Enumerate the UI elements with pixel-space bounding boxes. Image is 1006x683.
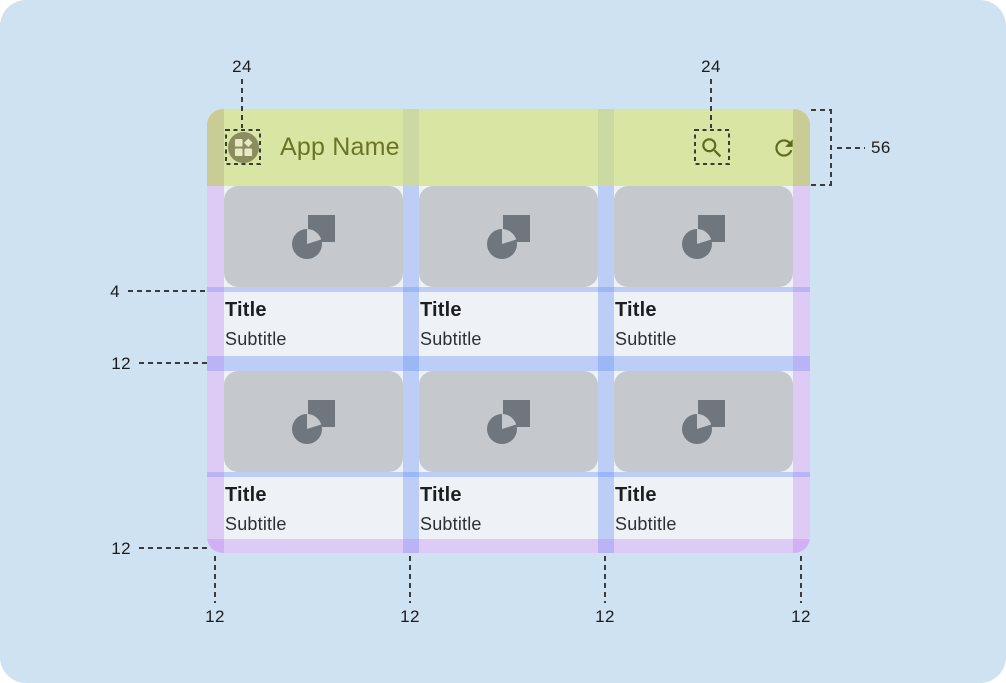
card-image[interactable] bbox=[419, 186, 598, 287]
dim-label-appbar-height: 56 bbox=[871, 138, 891, 157]
app-icon-measure-box bbox=[225, 129, 261, 165]
dim-label-right-margin: 12 bbox=[791, 607, 811, 626]
dim-bracket-line bbox=[830, 109, 832, 186]
appbar-gutter-tint bbox=[598, 109, 614, 186]
card-image[interactable] bbox=[614, 371, 793, 472]
appbar-gutter-tint bbox=[403, 109, 419, 186]
card-title: Title bbox=[225, 299, 267, 321]
card-text[interactable]: Title Subtitle bbox=[615, 292, 794, 355]
dim-leader-line bbox=[409, 556, 411, 603]
dim-leader-line bbox=[241, 79, 243, 128]
dim-leader-line bbox=[837, 147, 865, 149]
dim-bracket-tick bbox=[811, 109, 832, 111]
dim-leader-line bbox=[139, 547, 207, 549]
dim-leader-line bbox=[139, 362, 207, 364]
pie-placeholder-icon bbox=[681, 399, 725, 444]
spacing-overlay-4dp bbox=[207, 287, 810, 292]
card-title: Title bbox=[615, 299, 657, 321]
pie-placeholder-icon bbox=[486, 399, 530, 444]
card-text[interactable]: Title Subtitle bbox=[225, 292, 404, 355]
dim-label-left-margin: 12 bbox=[205, 607, 225, 626]
app-screen-mock: Title Subtitle Title Subtitle Title Subt… bbox=[207, 109, 810, 553]
dashboard-icon bbox=[234, 138, 253, 157]
appbar-margin-tint bbox=[207, 109, 224, 186]
dim-label-search-icon: 24 bbox=[701, 57, 721, 76]
dim-leader-line bbox=[800, 556, 802, 603]
card-title: Title bbox=[420, 484, 462, 506]
spacing-overlay-bottom-margin bbox=[207, 539, 810, 553]
card-image[interactable] bbox=[224, 371, 403, 472]
dim-label-image-text-gap: 4 bbox=[110, 282, 120, 301]
spacing-overlay-gutter bbox=[403, 186, 419, 553]
app-name-title: App Name bbox=[280, 133, 400, 161]
card-title: Title bbox=[615, 484, 657, 506]
pie-placeholder-icon bbox=[291, 399, 335, 444]
dim-label-gutter: 12 bbox=[595, 607, 615, 626]
top-app-bar: App Name bbox=[207, 109, 810, 186]
card-subtitle: Subtitle bbox=[615, 329, 677, 349]
search-button[interactable] bbox=[699, 135, 725, 161]
refresh-button[interactable] bbox=[771, 135, 797, 161]
spacing-overlay-gutter bbox=[598, 186, 614, 553]
spacing-overlay-left-margin bbox=[207, 186, 224, 553]
card-text[interactable]: Title Subtitle bbox=[420, 292, 599, 355]
dim-leader-line bbox=[604, 556, 606, 603]
card-text[interactable]: Title Subtitle bbox=[225, 477, 404, 540]
card-text[interactable]: Title Subtitle bbox=[615, 477, 794, 540]
spacing-overlay-4dp bbox=[207, 472, 810, 477]
card-subtitle: Subtitle bbox=[615, 514, 677, 534]
dim-label-row-gap: 12 bbox=[111, 354, 131, 373]
card-subtitle: Subtitle bbox=[225, 329, 287, 349]
dim-leader-line bbox=[214, 556, 216, 603]
card-subtitle: Subtitle bbox=[420, 329, 482, 349]
card-subtitle: Subtitle bbox=[225, 514, 287, 534]
card-text[interactable]: Title Subtitle bbox=[420, 477, 599, 540]
pie-placeholder-icon bbox=[291, 214, 335, 259]
pie-placeholder-icon bbox=[681, 214, 725, 259]
appbar-margin-tint bbox=[793, 109, 810, 186]
app-logo-button[interactable] bbox=[228, 132, 259, 163]
refresh-icon bbox=[775, 139, 793, 157]
dim-leader-line bbox=[710, 79, 712, 128]
dim-leader-line bbox=[128, 290, 207, 292]
card-image[interactable] bbox=[224, 186, 403, 287]
card-subtitle: Subtitle bbox=[420, 514, 482, 534]
pie-placeholder-icon bbox=[486, 214, 530, 259]
search-icon bbox=[702, 138, 722, 158]
spacing-overlay-right-margin bbox=[793, 186, 810, 553]
spacing-overlay-12dp-row-gap bbox=[207, 356, 810, 371]
dim-label-bottom-margin: 12 bbox=[111, 539, 131, 558]
card-image[interactable] bbox=[419, 371, 598, 472]
card-title: Title bbox=[420, 299, 462, 321]
dim-bracket-tick bbox=[811, 184, 832, 186]
card-title: Title bbox=[225, 484, 267, 506]
dim-label-app-icon: 24 bbox=[232, 57, 252, 76]
search-icon-measure-box bbox=[694, 129, 730, 165]
dim-label-gutter: 12 bbox=[400, 607, 420, 626]
card-image[interactable] bbox=[614, 186, 793, 287]
